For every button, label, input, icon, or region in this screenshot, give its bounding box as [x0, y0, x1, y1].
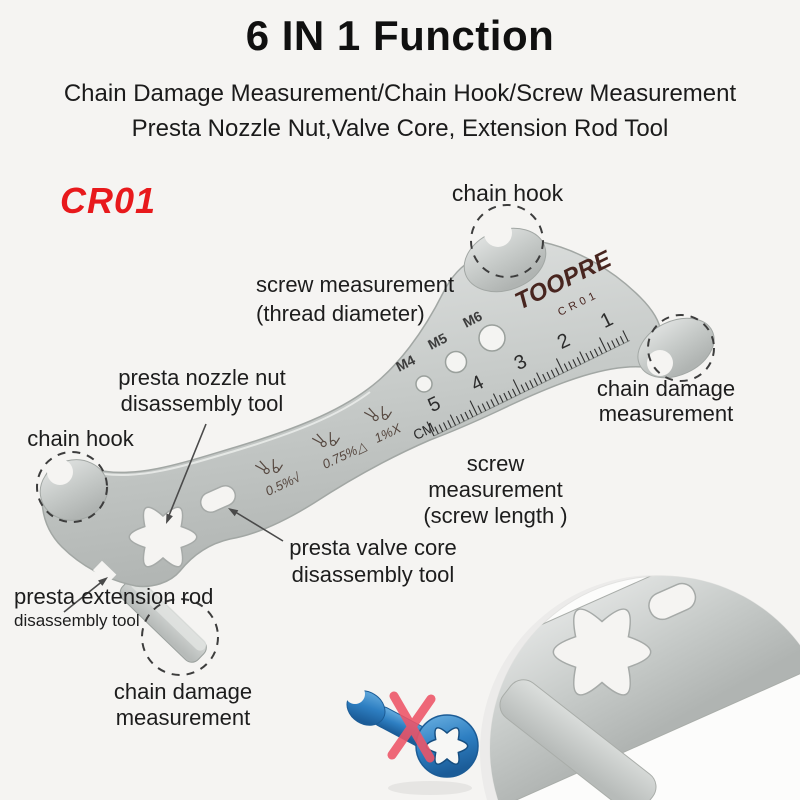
label-m4: M4: [393, 351, 418, 374]
label-m5: M5: [425, 329, 450, 352]
annotation-arrows: [63, 423, 284, 613]
label-presta-valve-line2: disassembly tool: [291, 562, 455, 587]
inset-tool-handle: [499, 679, 657, 800]
label-presta-nozzle: presta nozzle nut disassembly tool: [108, 365, 296, 417]
ruler-ticks: [426, 330, 629, 437]
label-presta-extension-line2: disassembly tool: [14, 611, 140, 630]
hook-right-jaw: [647, 350, 673, 376]
red-cross-icon: [387, 691, 436, 763]
label-screw-thread-line2: (thread diameter): [256, 301, 425, 326]
blue-tool-star-hole: [425, 727, 469, 765]
label-chain-hook-top: chain hook: [451, 180, 564, 206]
hole-m5: [444, 350, 468, 374]
label-presta-valve-line1: presta valve core: [289, 535, 457, 560]
label-m6: M6: [460, 307, 485, 330]
label-screw-length-line2: (screw length ): [423, 503, 568, 528]
label-screw-thread-line1: screw measurement: [256, 272, 455, 297]
inset-star-cutout: [552, 608, 652, 696]
label-chain-damage-right-line2: measurement: [598, 401, 734, 426]
label-presta-nozzle-line2: disassembly tool: [120, 391, 284, 416]
tool-tail-highlight: [130, 577, 207, 651]
hook-top-jaw: [484, 219, 512, 247]
page-subtitle: Chain Damage Measurement/Chain Hook/Scre…: [0, 76, 800, 146]
subtitle-line-1: Chain Damage Measurement/Chain Hook/Scre…: [63, 80, 737, 107]
label-chain-damage-bottom-line1: chain damage: [113, 679, 253, 704]
star-cutout: [128, 506, 198, 568]
blue-tool-shadow: [388, 781, 472, 795]
inset-oval-hole: [648, 582, 697, 621]
callout-circle-left-hook: [36, 451, 108, 523]
callout-circle-tail: [141, 598, 219, 676]
arrowhead-valve: [228, 508, 239, 517]
label-chain-damage-right-line1: chain damage: [596, 376, 736, 401]
callout-circle-right-hook: [647, 314, 715, 382]
label-presta-extension: presta extension rod disassembly tool: [14, 584, 234, 632]
hook-left-jaw: [47, 459, 73, 485]
label-screw-length: screw measurement (screw length ): [398, 451, 593, 529]
arrowhead-nozzle: [166, 513, 173, 524]
inset-hook-notch: [490, 603, 503, 653]
blue-tool-crossed: [345, 684, 479, 795]
hole-m6: [478, 324, 506, 352]
tool-edge-highlight: [103, 391, 371, 477]
tool-body-group: M4 M5 M6 TOOPRE CR01 CM 5 4 3 2 1 0.5%√ …: [39, 219, 715, 663]
label-chain-damage-right: chain damage measurement: [590, 376, 742, 426]
extension-rod-notch: [92, 560, 117, 584]
tool-body: [41, 240, 662, 588]
valve-core-oval-hole: [199, 484, 237, 514]
label-presta-valve: presta valve core disassembly tool: [278, 534, 468, 588]
label-chain-hook-left: chain hook: [27, 426, 134, 451]
label-screw-thread: screw measurement (thread diameter): [256, 270, 466, 328]
label-presta-extension-line1: presta extension rod: [14, 584, 214, 609]
blue-tool-jaw-opening: [345, 684, 365, 704]
label-chain-damage-bottom: chain damage measurement: [104, 679, 262, 731]
label-presta-nozzle-line1: presta nozzle nut: [118, 365, 286, 390]
arrowhead-extension: [98, 577, 108, 586]
callout-circle-top-hook: [470, 204, 544, 278]
model-code: CR01: [60, 180, 157, 221]
label-screw-length-line1: screw measurement: [428, 451, 563, 502]
label-chain-damage-bottom-line2: measurement: [115, 705, 251, 730]
page-title: 6 IN 1 Function: [245, 12, 555, 59]
zoom-inset: [480, 575, 800, 800]
hole-m4: [415, 375, 433, 393]
subtitle-line-2: Presta Nozzle Nut,Valve Core, Extension …: [131, 115, 669, 142]
